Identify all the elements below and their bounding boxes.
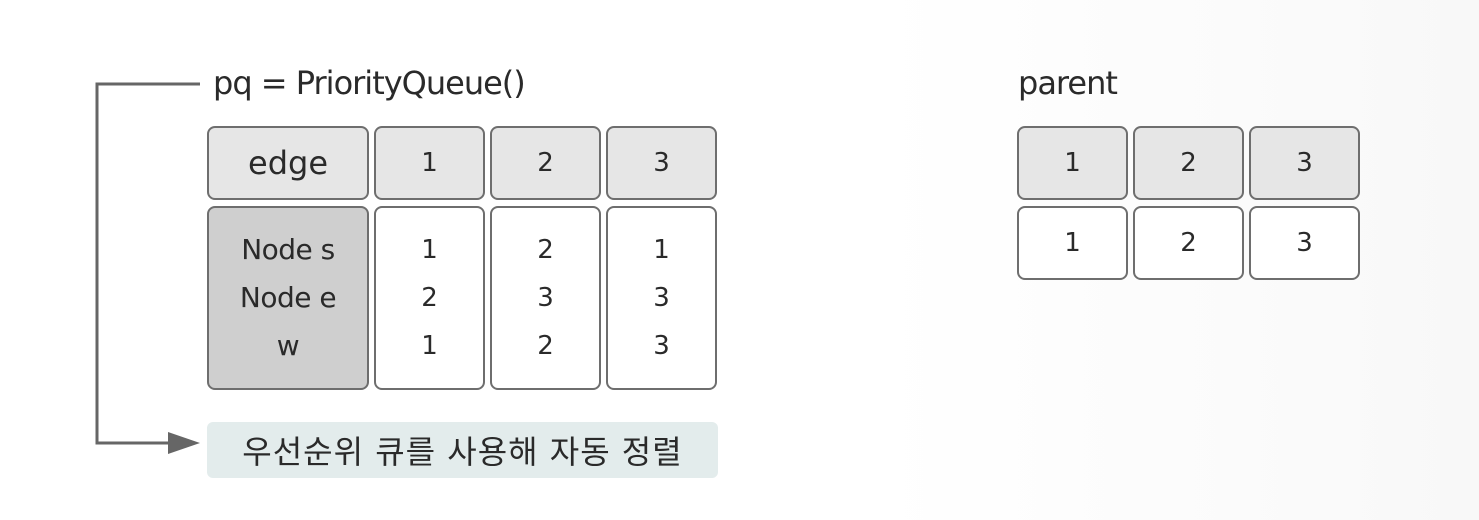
edge-1-node-s: 1 (421, 235, 438, 265)
parent-value-1: 1 (1017, 206, 1128, 280)
edge-column-header-2: 2 (490, 126, 601, 200)
edge-column-header-1: 1 (374, 126, 485, 200)
parent-index-1: 1 (1017, 126, 1128, 200)
parent-index-2: 2 (1133, 126, 1244, 200)
edge-2-node-s: 2 (537, 235, 554, 265)
row-label-node-e: Node e (239, 281, 337, 314)
row-labels-cell: Node s Node e w (207, 206, 369, 390)
row-label-w: w (276, 329, 300, 362)
edge-cell-3: 1 3 3 (606, 206, 717, 390)
edge-2-weight: 2 (537, 331, 554, 361)
edge-cell-1: 1 2 1 (374, 206, 485, 390)
parent-index-3: 3 (1249, 126, 1360, 200)
edge-3-node-e: 3 (653, 283, 670, 313)
auto-sort-caption: 우선순위 큐를 사용해 자동 정렬 (207, 422, 718, 478)
parent-value-3: 3 (1249, 206, 1360, 280)
edge-3-node-s: 1 (653, 235, 670, 265)
edge-3-weight: 3 (653, 331, 670, 361)
edge-2-node-e: 3 (537, 283, 554, 313)
edge-header-label: edge (207, 126, 369, 200)
edge-cell-2: 2 3 2 (490, 206, 601, 390)
parent-value-2: 2 (1133, 206, 1244, 280)
row-label-node-s: Node s (241, 233, 335, 266)
pq-title: pq = PriorityQueue() (213, 64, 526, 102)
edge-1-weight: 1 (421, 331, 438, 361)
edge-1-node-e: 2 (421, 283, 438, 313)
parent-title: parent (1018, 64, 1118, 102)
edge-column-header-3: 3 (606, 126, 717, 200)
